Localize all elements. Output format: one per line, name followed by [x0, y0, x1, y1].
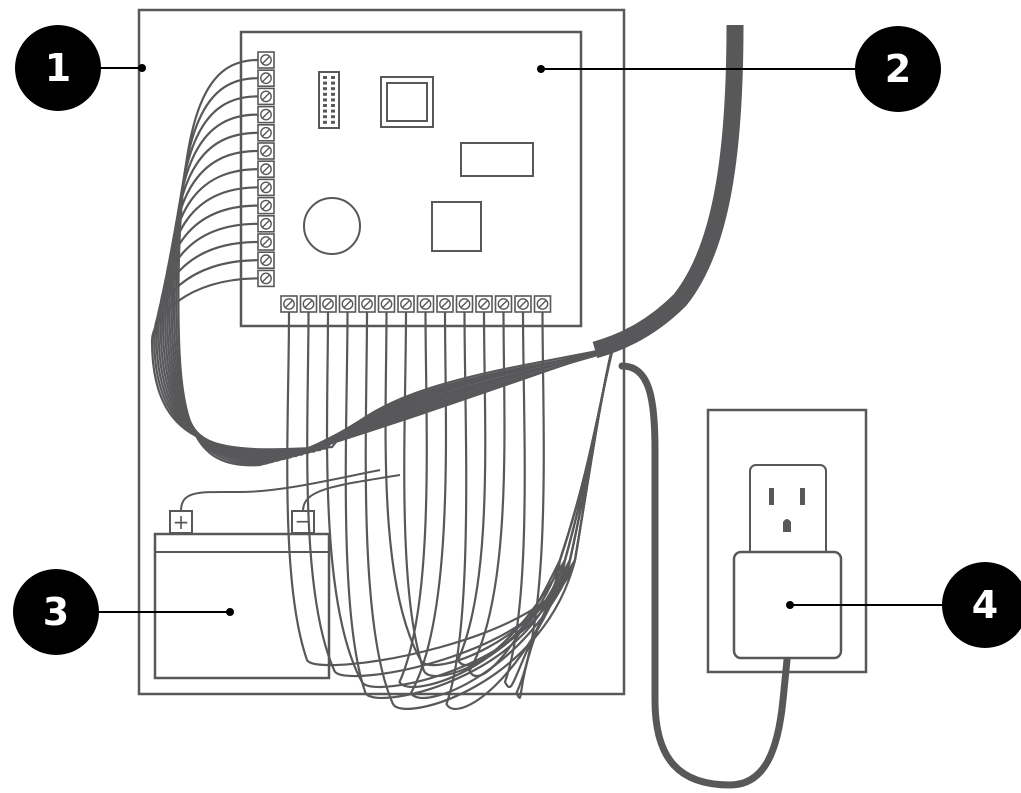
- left-zone-wire: [164, 168, 613, 458]
- callout-1-label: 1: [45, 46, 71, 90]
- left-zone-wire: [175, 77, 613, 465]
- bottom-terminal-screw: [322, 298, 334, 310]
- callout-2-label: 2: [885, 47, 911, 91]
- bottom-terminal-screw: [497, 298, 510, 310]
- zone-wires: [150, 58, 614, 710]
- bottom-terminal-screw: [517, 298, 529, 310]
- bottom-terminal-strip: [280, 295, 552, 313]
- bottom-terminal-screw: [439, 298, 451, 310]
- pin: [323, 92, 327, 96]
- pin: [323, 120, 327, 124]
- callout-4-label: 4: [972, 583, 998, 627]
- chip-outer: [380, 76, 434, 128]
- battery-positive-lead: [180, 469, 381, 512]
- left-zone-wire: [150, 277, 613, 451]
- left-terminal-screw: [260, 199, 272, 212]
- left-terminal-screw: [260, 108, 272, 121]
- pin: [331, 81, 335, 85]
- bottom-terminal-screw: [380, 298, 393, 310]
- round-component: [303, 197, 361, 255]
- bottom-terminal-screw: [419, 298, 432, 310]
- outlet-ground-hole: [783, 519, 791, 532]
- callout-2: 2: [855, 26, 941, 112]
- callout-3-label: 3: [43, 590, 69, 634]
- bottom-terminal-screw: [458, 298, 471, 310]
- pin: [331, 92, 335, 96]
- main-cable: [592, 24, 744, 359]
- outlet-slot-left: [769, 488, 774, 505]
- bottom-terminal-screw: [341, 298, 354, 310]
- left-terminal-strip: [257, 51, 275, 288]
- relay-block: [460, 142, 534, 177]
- pin-header-pins: [323, 76, 335, 124]
- left-terminal-screw: [260, 145, 272, 157]
- pin: [323, 87, 327, 91]
- left-terminal-screw: [260, 54, 272, 66]
- pin: [323, 81, 327, 85]
- bottom-zone-wire: [325, 311, 614, 689]
- callout-1: 1: [15, 25, 101, 111]
- backup-battery: + −: [153, 469, 401, 680]
- bottom-zone-wire: [468, 311, 614, 678]
- board-components: [303, 71, 534, 255]
- bottom-zone-wire: [306, 311, 614, 678]
- callout-3: 3: [13, 569, 99, 655]
- left-terminal-screw: [260, 254, 272, 267]
- bottom-terminal-screw: [283, 298, 295, 310]
- left-terminal-screw: [260, 236, 272, 248]
- pin: [323, 115, 327, 119]
- pin: [331, 104, 335, 107]
- bottom-zone-wire: [384, 311, 614, 667]
- positive-sign: +: [173, 510, 190, 534]
- control-panel-board: [239, 30, 583, 328]
- pin: [323, 104, 327, 107]
- bottom-terminal-screw: [400, 298, 412, 310]
- bottom-terminal-screw: [361, 298, 373, 310]
- left-terminal-screw: [260, 163, 272, 176]
- left-terminal-screw: [260, 126, 272, 139]
- bottom-terminal-screw: [536, 298, 549, 310]
- pin: [331, 76, 335, 79]
- pin: [323, 98, 327, 102]
- bottom-terminal-screw: [478, 298, 490, 310]
- pin: [331, 120, 335, 124]
- left-terminal-screw: [260, 272, 272, 285]
- pin: [323, 76, 327, 79]
- square-component: [431, 201, 482, 252]
- left-terminal-screw: [260, 217, 272, 230]
- pin: [331, 115, 335, 119]
- left-terminal-screw: [260, 72, 272, 85]
- battery-negative-lead: [302, 474, 401, 512]
- left-terminal-screw: [260, 90, 272, 103]
- negative-sign: −: [295, 509, 312, 533]
- outlet-plate: [706, 408, 868, 674]
- chip-inner: [386, 82, 428, 122]
- transformer-cable: [618, 362, 791, 789]
- pin: [331, 98, 335, 102]
- callout-leaders: [95, 64, 950, 616]
- enclosure: [137, 8, 626, 696]
- pin: [323, 109, 327, 113]
- battery-body: [153, 532, 331, 680]
- left-terminal-screw: [260, 181, 272, 194]
- bottom-zone-wire: [515, 311, 614, 699]
- outlet-slot-right: [800, 488, 805, 505]
- bottom-terminal-screw: [302, 298, 315, 310]
- pin: [331, 87, 335, 91]
- callout-4: 4: [942, 562, 1021, 648]
- pin-header: [318, 71, 340, 129]
- pin: [331, 109, 335, 113]
